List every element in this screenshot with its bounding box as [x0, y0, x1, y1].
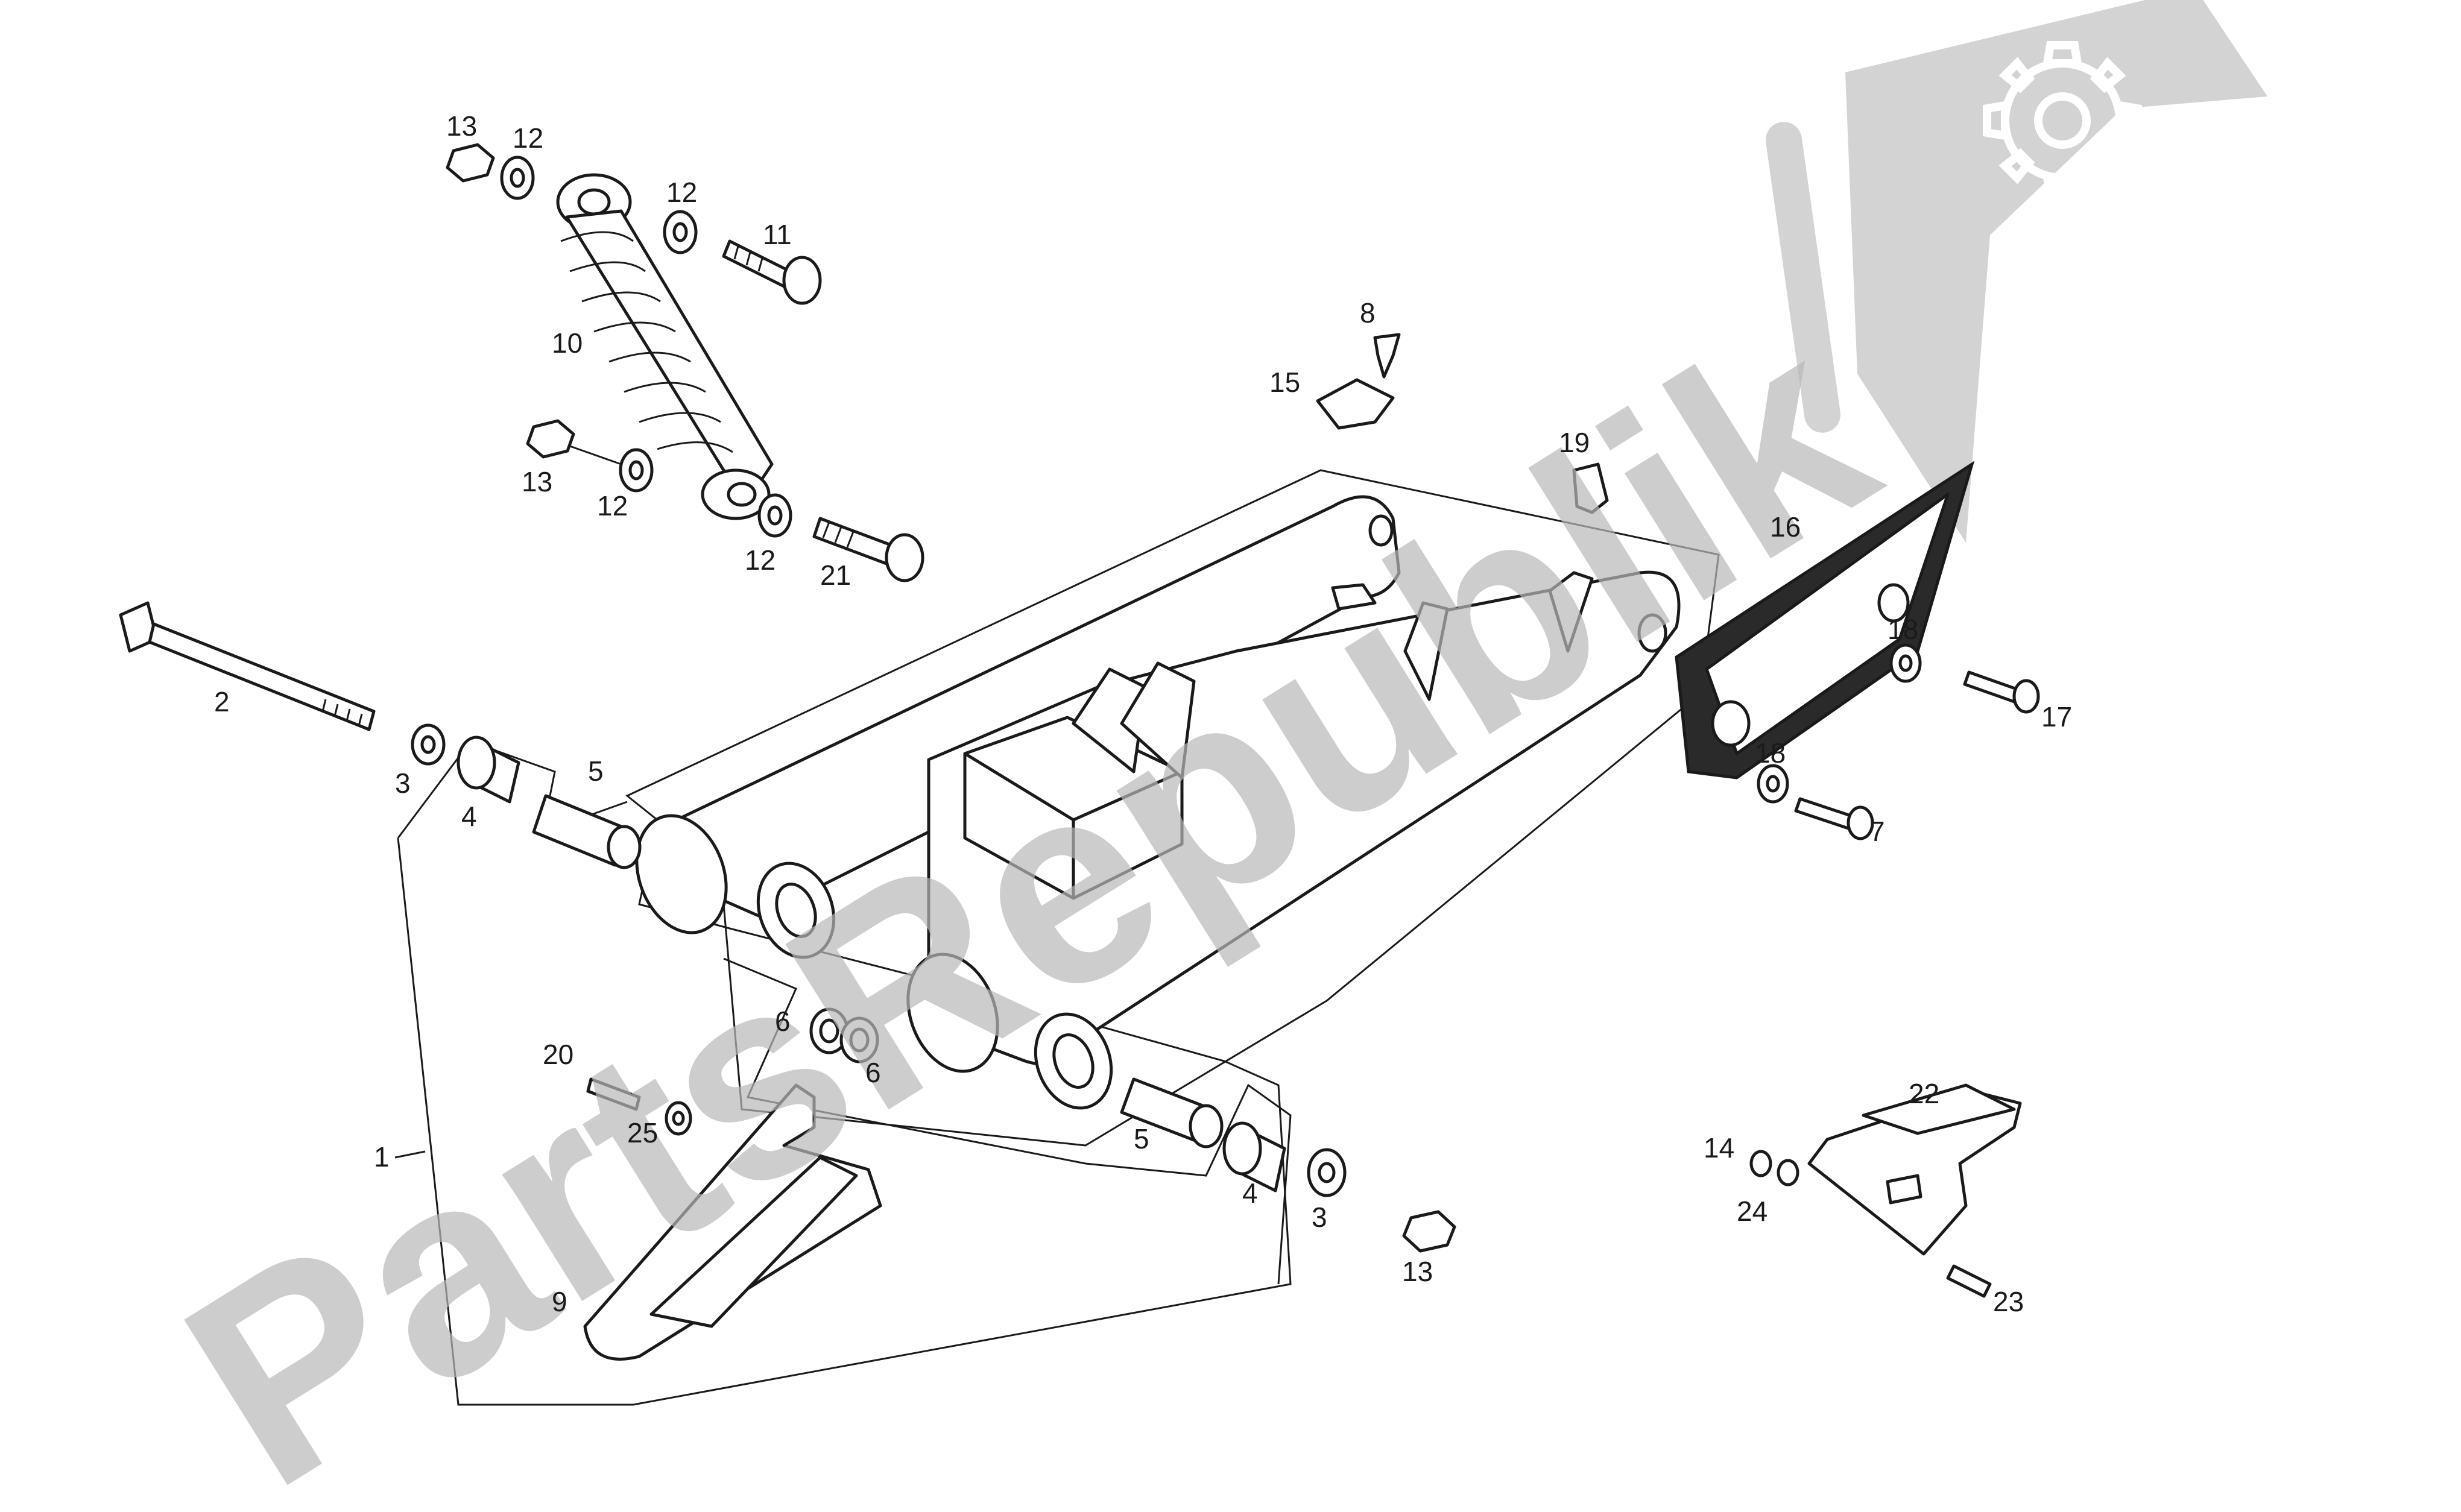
- chain-guide: [1749, 1083, 2022, 1298]
- nut: [446, 143, 1456, 1253]
- callout-6b: 6: [865, 1057, 881, 1088]
- callout-1: 1: [374, 1141, 390, 1173]
- callout-18b: 18: [1755, 737, 1786, 769]
- callout-9: 9: [552, 1286, 567, 1317]
- sleeve: [532, 794, 1224, 1148]
- chain-guard: [1675, 461, 1975, 780]
- callout-19: 19: [1559, 427, 1590, 458]
- swingarm: [635, 495, 1681, 1110]
- callout-17: 17: [2041, 701, 2072, 732]
- leader-lines: [394, 445, 622, 1159]
- callout-21: 21: [820, 559, 851, 591]
- callout-12a: 12: [513, 122, 543, 154]
- callout-13b: 13: [522, 466, 552, 497]
- callout-labels: 1 2 3 3 4 4 5 5 6 6 7 8 9 10 11 12 12 12…: [214, 110, 2072, 1317]
- callout-6a: 6: [775, 1006, 791, 1037]
- callout-24: 24: [1737, 1195, 1768, 1227]
- callout-8: 8: [1360, 297, 1376, 329]
- callout-13a: 13: [446, 110, 477, 142]
- callout-25: 25: [627, 1117, 658, 1148]
- chain-guard-screw: [1757, 643, 2040, 840]
- callout-15: 15: [1269, 367, 1300, 398]
- callout-7: 7: [1869, 816, 1885, 847]
- callout-12d: 12: [745, 544, 776, 576]
- callout-16: 16: [1770, 511, 1801, 543]
- flanged-bush: [457, 736, 1286, 1192]
- shock-absorber: [556, 173, 774, 520]
- callout-14: 14: [1704, 1132, 1734, 1164]
- gear-icon: [1983, 41, 2142, 200]
- callout-13c: 13: [1402, 1256, 1433, 1287]
- clip-with-screw: [1316, 333, 1401, 430]
- washer-3: [411, 723, 1347, 1197]
- chain-clip: [1572, 462, 1609, 514]
- swingarm-pivot-bolt: [119, 601, 376, 731]
- callout-5a: 5: [588, 755, 604, 787]
- callout-4b: 4: [1242, 1177, 1258, 1209]
- callout-22: 22: [1909, 1078, 1939, 1109]
- chain-slider: [583, 1077, 882, 1361]
- shock-lower-bolt: [812, 517, 924, 582]
- callout-12c: 12: [597, 490, 628, 521]
- callout-3b: 3: [1312, 1202, 1327, 1233]
- callout-12b: 12: [666, 177, 697, 208]
- callout-20: 20: [543, 1039, 573, 1070]
- washer: [500, 156, 792, 538]
- callout-10: 10: [552, 327, 583, 359]
- watermark-logo: [1765, 0, 2267, 543]
- callout-5b: 5: [1134, 1123, 1149, 1154]
- shock-upper-bolt: [722, 239, 822, 305]
- callout-18a: 18: [1888, 614, 1918, 645]
- callout-4a: 4: [461, 801, 477, 832]
- seal: [809, 1007, 879, 1063]
- callout-11: 11: [763, 219, 792, 250]
- callout-23: 23: [1993, 1286, 2024, 1317]
- callout-2: 2: [214, 686, 230, 717]
- callout-3a: 3: [395, 767, 411, 799]
